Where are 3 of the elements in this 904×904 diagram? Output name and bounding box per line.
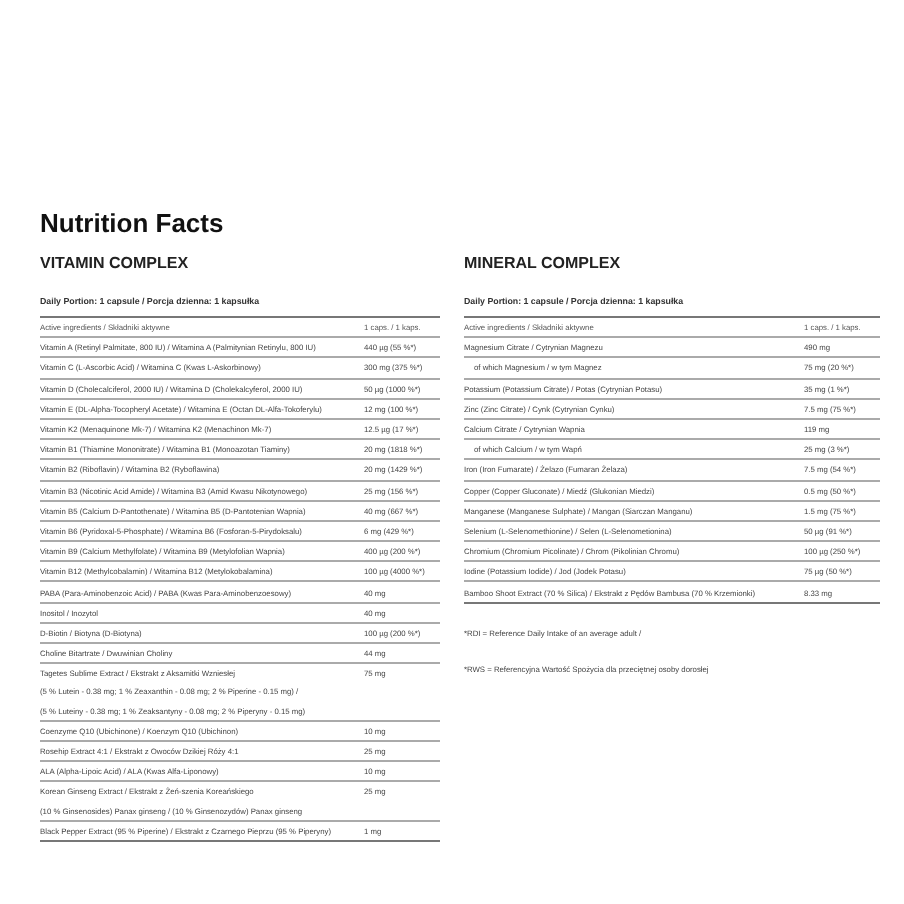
section-heading: MINERAL COMPLEX	[464, 254, 621, 272]
page-title: Nutrition Facts	[40, 208, 224, 238]
section-heading: VITAMIN COMPLEX	[40, 254, 189, 272]
